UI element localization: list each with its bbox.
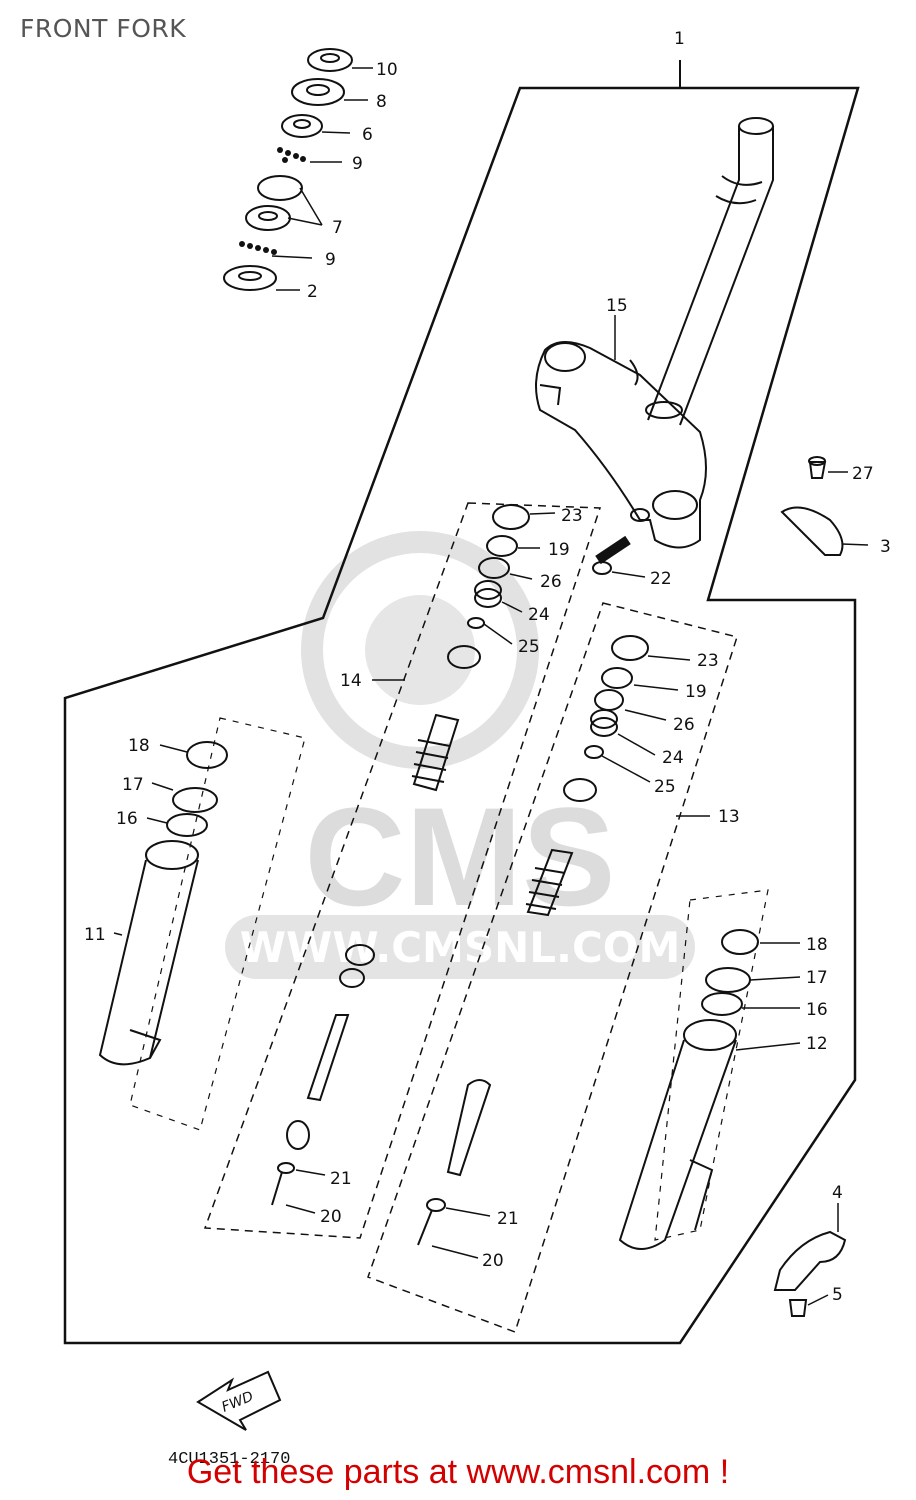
callout-2: 2 [307, 282, 318, 302]
callout-19a: 19 [548, 540, 570, 560]
page-title: FRONT FORK [20, 14, 187, 43]
callout-22: 22 [650, 569, 672, 589]
footer-link-text[interactable]: Get these parts at www.cmsnl.com ! [186, 1453, 730, 1491]
callout-3: 3 [880, 537, 891, 557]
callout-17b: 17 [806, 968, 828, 988]
callout-7: 7 [332, 218, 343, 238]
brake-hose-holder [773, 1230, 847, 1317]
watermark: CMS WWW.CMSNL.COM [225, 531, 695, 979]
watermark-url: WWW.CMSNL.COM [240, 923, 681, 972]
bracket-parts [592, 456, 844, 575]
fwd-arrow: FWD [196, 1370, 282, 1431]
outer-tube-11 [98, 741, 228, 1066]
steering-stem [535, 117, 774, 549]
callout-24a: 24 [528, 605, 550, 625]
steering-bearing-stack [223, 48, 353, 291]
callout-15: 15 [606, 296, 628, 316]
callout-17a: 17 [122, 775, 144, 795]
leader-lines [113, 67, 869, 1306]
callout-11: 11 [84, 925, 106, 945]
callout-8: 8 [376, 92, 387, 112]
fwd-arrow-label: FWD [220, 1389, 256, 1416]
callout-20a: 20 [320, 1207, 342, 1227]
callout-23a: 23 [561, 506, 583, 526]
callout-16b: 16 [806, 1000, 828, 1020]
watermark-logo: CMS [304, 778, 615, 935]
diagram-code: 4CU1351-2170 [168, 1450, 291, 1469]
callout-25b: 25 [654, 777, 676, 797]
callout-26a: 26 [540, 572, 562, 592]
callout-18a: 18 [128, 736, 150, 756]
callout-9b: 9 [325, 250, 336, 270]
callout-10: 10 [376, 60, 398, 80]
callout-21a: 21 [330, 1169, 352, 1189]
damper-assembly-14 [271, 504, 530, 1206]
callout-6: 6 [362, 125, 373, 145]
assembly-outline [63, 86, 860, 1345]
callout-18b: 18 [806, 935, 828, 955]
callout-13: 13 [718, 807, 740, 827]
callout-1: 1 [674, 29, 685, 49]
callout-9a: 9 [352, 154, 363, 174]
callout-16a: 16 [116, 809, 138, 829]
callout-25a: 25 [518, 637, 540, 657]
callout-19b: 19 [685, 682, 707, 702]
callout-14: 14 [340, 671, 362, 691]
callout-20b: 20 [482, 1251, 504, 1271]
damper-assembly-13 [417, 635, 649, 1246]
callout-labels: 1 10 8 6 9 7 9 2 15 27 3 22 23 19 26 24 … [84, 29, 891, 1305]
callout-24b: 24 [662, 748, 684, 768]
callout-21b: 21 [497, 1209, 519, 1229]
callout-27: 27 [852, 464, 874, 484]
callout-23b: 23 [697, 651, 719, 671]
callout-4: 4 [832, 1183, 843, 1203]
callout-12: 12 [806, 1034, 828, 1054]
callout-26b: 26 [673, 715, 695, 735]
callout-5: 5 [832, 1285, 843, 1305]
